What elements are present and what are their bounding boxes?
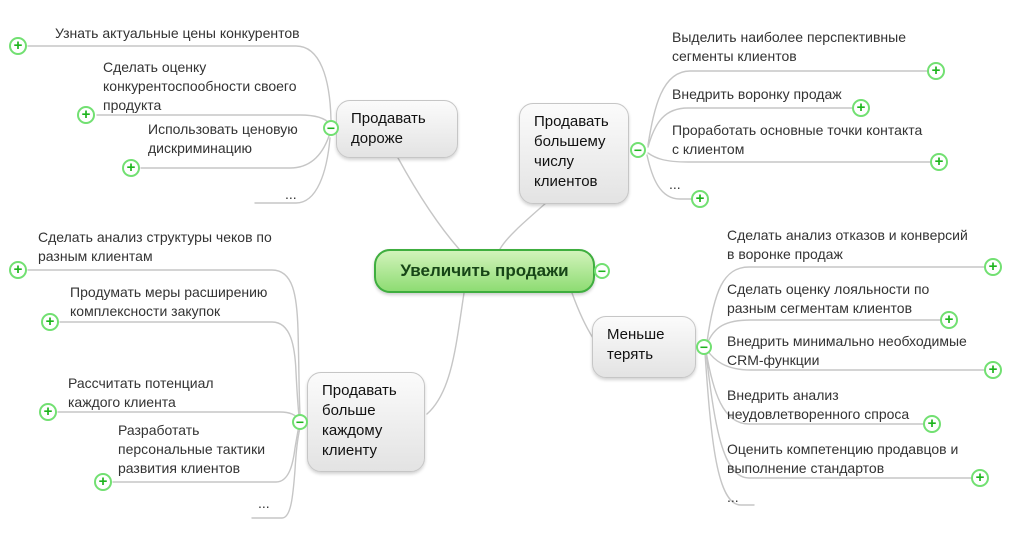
leaf-node-more[interactable]: ... bbox=[669, 176, 681, 192]
plus-icon[interactable]: + bbox=[122, 159, 140, 177]
leaf-node[interactable]: Сделать оценку конкурентоспообности свое… bbox=[103, 59, 297, 113]
plus-icon[interactable]: + bbox=[930, 153, 948, 171]
leaf-node-more[interactable]: ... bbox=[285, 186, 297, 202]
plus-icon[interactable]: + bbox=[39, 403, 57, 421]
leaf-node[interactable]: Сделать анализ отказов и конверсий в вор… bbox=[727, 227, 968, 262]
plus-icon[interactable]: + bbox=[927, 62, 945, 80]
leaf-node[interactable]: Сделать оценку лояльности по разным сегм… bbox=[727, 281, 930, 316]
leaf-node[interactable]: Сделать анализ структуры чеков по разным… bbox=[38, 229, 272, 264]
branch-node-more-clients[interactable]: Продавать большему числу клиентов bbox=[519, 103, 629, 204]
leaf-node[interactable]: Внедрить анализ неудовлетворенного спрос… bbox=[727, 387, 910, 422]
plus-icon[interactable]: + bbox=[852, 99, 870, 117]
plus-icon[interactable]: + bbox=[971, 469, 989, 487]
branch-node-sell-higher[interactable]: Продавать дороже bbox=[336, 100, 458, 158]
plus-icon[interactable]: + bbox=[691, 190, 709, 208]
collapse-icon[interactable]: − bbox=[630, 142, 646, 158]
plus-icon[interactable]: + bbox=[984, 258, 1002, 276]
plus-icon[interactable]: + bbox=[984, 361, 1002, 379]
leaf-node[interactable]: Рассчитать потенциал каждого клиента bbox=[68, 375, 214, 410]
root-collapse-icon[interactable]: − bbox=[594, 263, 610, 279]
plus-icon[interactable]: + bbox=[41, 313, 59, 331]
plus-icon[interactable]: + bbox=[923, 415, 941, 433]
plus-icon[interactable]: + bbox=[9, 37, 27, 55]
branch-node-lose-less[interactable]: Меньше терять bbox=[592, 316, 696, 378]
leaf-node[interactable]: Оценить компетенцию продавцов и выполнен… bbox=[727, 441, 959, 476]
leaf-node-more[interactable]: ... bbox=[727, 489, 739, 505]
leaf-node[interactable]: Продумать меры расширению комплексности … bbox=[70, 284, 268, 319]
leaf-node[interactable]: Проработать основные точки контакта с кл… bbox=[672, 122, 923, 157]
leaf-node[interactable]: Узнать актуальные цены конкурентов bbox=[55, 25, 300, 41]
plus-icon[interactable]: + bbox=[94, 473, 112, 491]
leaf-node-more[interactable]: ... bbox=[258, 495, 270, 511]
leaf-node[interactable]: Выделить наиболее перспективные сегменты… bbox=[672, 29, 906, 64]
plus-icon[interactable]: + bbox=[77, 106, 95, 124]
collapse-icon[interactable]: − bbox=[323, 120, 339, 136]
leaf-node[interactable]: Внедрить минимально необходимые CRM-функ… bbox=[727, 333, 967, 368]
leaf-node[interactable]: Разработать персональные тактики развити… bbox=[118, 422, 266, 476]
leaf-node[interactable]: Внедрить воронку продаж bbox=[672, 86, 842, 102]
leaf-node[interactable]: Использовать ценовую дискриминацию bbox=[148, 121, 298, 156]
branch-node-sell-more-each[interactable]: Продавать больше каждому клиенту bbox=[307, 372, 425, 472]
plus-icon[interactable]: + bbox=[9, 261, 27, 279]
collapse-icon[interactable]: − bbox=[292, 414, 308, 430]
root-node[interactable]: Увеличить продажи bbox=[374, 249, 595, 293]
collapse-icon[interactable]: − bbox=[696, 339, 712, 355]
plus-icon[interactable]: + bbox=[940, 311, 958, 329]
